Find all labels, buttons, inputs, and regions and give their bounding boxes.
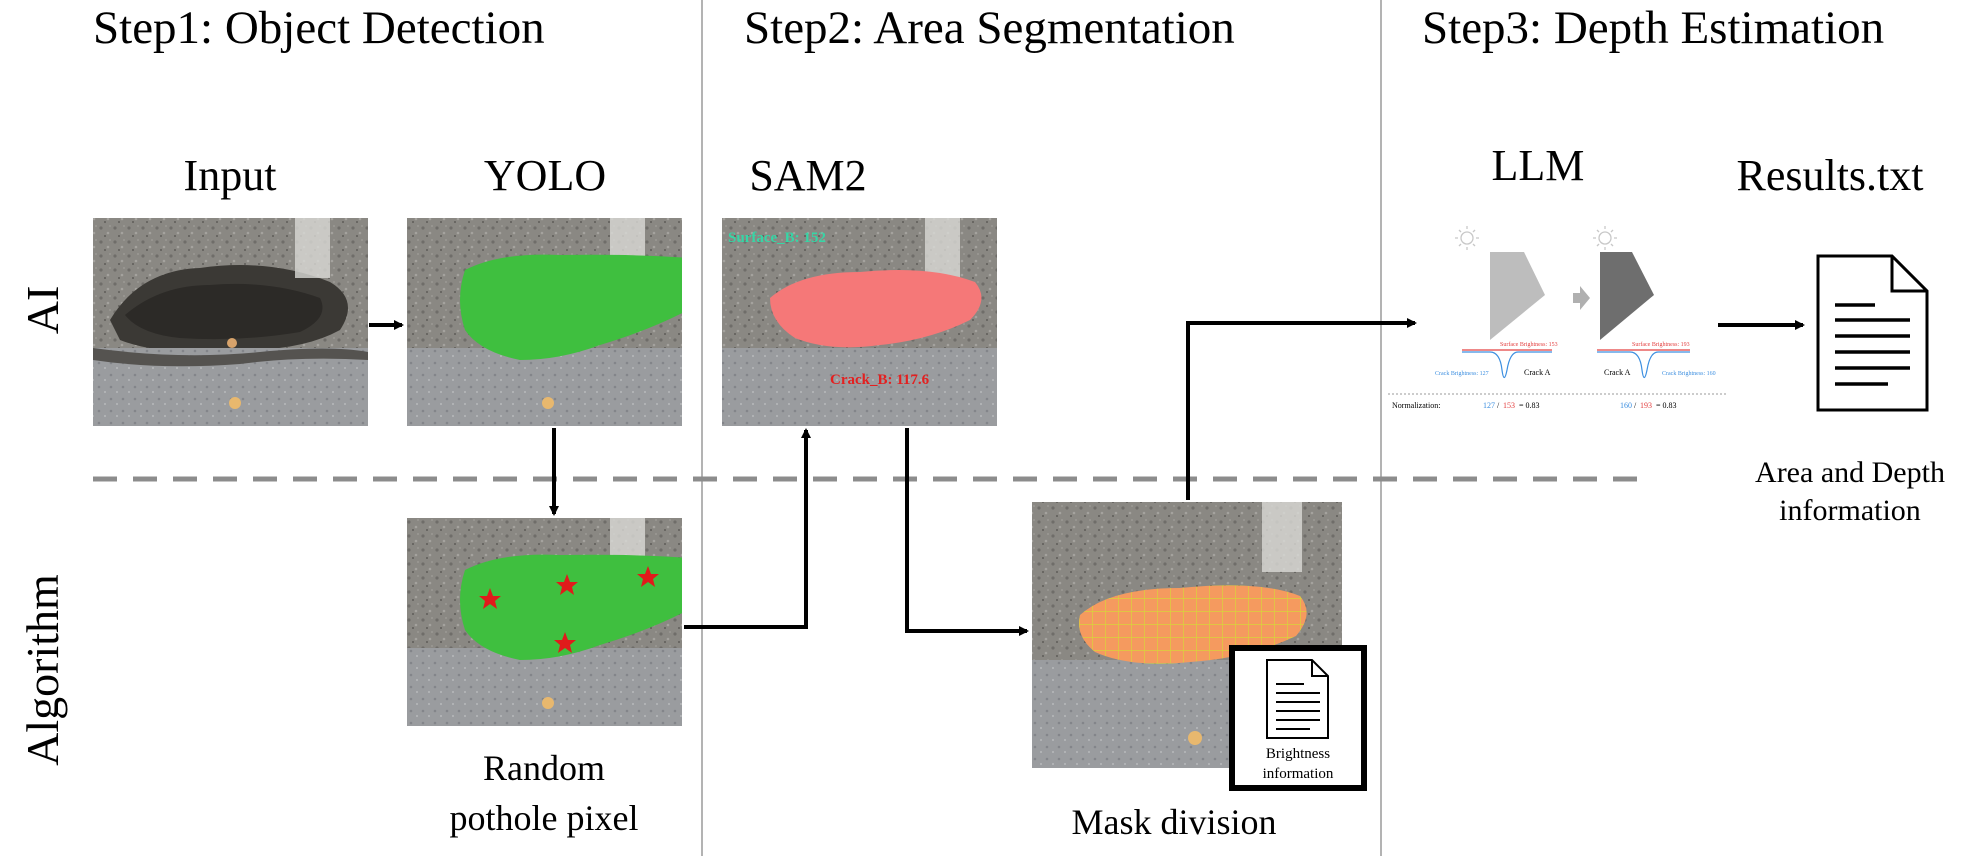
sam2-red-mask xyxy=(770,269,982,348)
star-icon xyxy=(556,574,578,595)
norm-left-res: = 0.83 xyxy=(1519,401,1540,410)
dark-wedge-right xyxy=(1600,252,1654,340)
yolo-green-mask xyxy=(460,254,682,360)
norm-left-num: 127 xyxy=(1483,401,1495,410)
normalization-label: Normalization: xyxy=(1392,401,1440,410)
crack-a-left: Crack A xyxy=(1524,368,1551,377)
arrow-mask-division-to-llm xyxy=(1186,318,1417,500)
sam2-segmentation-image: Surface_B: 152 Crack_B: 117.6 xyxy=(722,218,997,426)
flow-arrows xyxy=(369,318,1805,636)
surface-brightness-right: Surface Brightness: 193 xyxy=(1632,341,1690,348)
results-title: Results.txt xyxy=(1736,151,1923,200)
llm-figure: Surface Brightness: 153 Crack Brightness… xyxy=(1388,226,1726,410)
row-label-ai: AI xyxy=(17,286,68,335)
norm-right-res: = 0.83 xyxy=(1656,401,1677,410)
arrow-chevron xyxy=(1573,286,1590,310)
light-wedge-left xyxy=(1490,252,1545,340)
surface-brightness-left: Surface Brightness: 153 xyxy=(1500,341,1558,348)
results-document-icon xyxy=(1816,254,1929,412)
step2-title: Step2: Area Segmentation xyxy=(744,2,1235,54)
brightness-info-card: Brightness information xyxy=(1229,645,1367,791)
brightness-label-line1: Brightness xyxy=(1266,746,1330,762)
area-depth-caption-line1: Area and Depth xyxy=(1755,456,1945,489)
random-pixel-image xyxy=(407,518,682,726)
input-title: Input xyxy=(184,151,277,200)
yolo-detection-image xyxy=(407,218,682,426)
step3-title: Step3: Depth Estimation xyxy=(1422,2,1884,54)
arrow-sam2-to-mask-division xyxy=(905,428,1029,636)
sun-icon xyxy=(1593,226,1617,250)
star-icon xyxy=(479,588,501,609)
star-icon xyxy=(637,566,659,587)
norm-slash-right: / xyxy=(1634,401,1637,410)
crack-brightness-left: Crack Brightness: 127 xyxy=(1435,371,1489,377)
star-icon xyxy=(554,632,576,653)
sun-icon xyxy=(1455,226,1479,250)
crack-curve-left xyxy=(1462,351,1552,379)
norm-right-num: 160 xyxy=(1620,401,1632,410)
step1-title: Step1: Object Detection xyxy=(93,2,545,54)
norm-slash-left: / xyxy=(1497,401,1500,410)
area-depth-caption-line2: information xyxy=(1779,494,1921,527)
crack-curve-right xyxy=(1597,351,1690,379)
random-pixel-stars xyxy=(479,566,659,653)
sam2-title: SAM2 xyxy=(749,151,866,200)
mask-division-caption: Mask division xyxy=(1071,802,1276,842)
sam2-surface-brightness: Surface_B: 152 xyxy=(728,230,826,246)
norm-right-den: 193 xyxy=(1640,401,1652,410)
arrow-random-pixel-to-sam2 xyxy=(684,428,811,629)
random-pixel-caption-line2: pothole pixel xyxy=(450,798,639,838)
brightness-label-line2: information xyxy=(1263,766,1334,782)
input-pothole-image xyxy=(93,218,368,426)
yolo-title: YOLO xyxy=(484,151,606,200)
crack-brightness-right: Crack Brightness: 160 xyxy=(1662,371,1716,377)
document-icon xyxy=(1266,659,1329,739)
llm-title: LLM xyxy=(1492,141,1585,190)
algo-green-mask xyxy=(460,554,682,660)
row-label-algorithm: Algorithm xyxy=(17,574,68,766)
norm-left-den: 153 xyxy=(1503,401,1515,410)
random-pixel-caption-line1: Random xyxy=(483,748,605,788)
sam2-crack-brightness: Crack_B: 117.6 xyxy=(830,372,930,388)
crack-a-right: Crack A xyxy=(1604,368,1631,377)
